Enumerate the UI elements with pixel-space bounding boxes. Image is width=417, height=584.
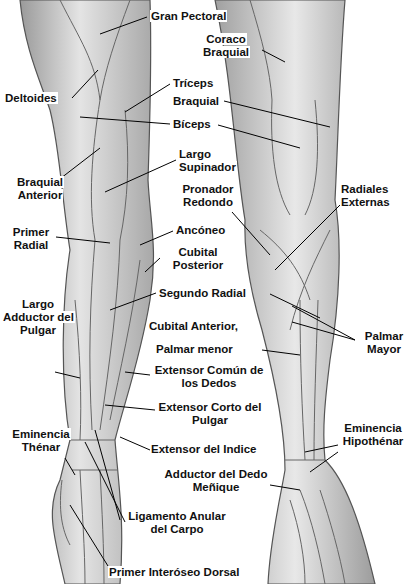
label-holder: Ligamento Anular del Carpo [118, 510, 236, 536]
label-holder: Radiales Externas [340, 183, 412, 209]
muscle-label: Segundo Radial [158, 287, 247, 299]
label-holder: Palmar Mayor [355, 330, 413, 356]
muscle-label: Tríceps [172, 77, 214, 89]
label-holder: Extensor del Indice [150, 443, 278, 456]
label-holder: Braquial [172, 95, 227, 108]
left-arm [20, 0, 153, 584]
muscle-label: Radiales Externas [340, 183, 391, 208]
muscle-label: Primer Radial [12, 226, 50, 251]
muscle-label: Ligamento Anular del Carpo [127, 510, 226, 535]
muscle-label: Eminencia Thénar [11, 428, 71, 453]
label-holder: Largo Supinador [178, 148, 258, 174]
muscle-label: Coraco Braquial [202, 33, 250, 58]
muscle-label: Ancóneo [175, 224, 226, 236]
muscle-label: Braquial [172, 95, 220, 107]
label-holder: Pronador Redondo [168, 183, 248, 209]
muscle-label: Primer Interóseo Dorsal [108, 566, 240, 578]
label-holder: Coraco Braquial [190, 33, 262, 59]
label-holder: Primer Radial [2, 226, 60, 252]
label-holder: Deltoides [4, 92, 76, 105]
muscle-label: Cubital Anterior, [148, 320, 239, 332]
muscle-label: Pronador Redondo [181, 183, 234, 208]
label-holder: Primer Interóseo Dorsal [108, 566, 288, 579]
label-holder: Tríceps [172, 77, 232, 90]
muscle-label: Bíceps [172, 118, 212, 130]
label-holder: Gran Pectoral [150, 10, 260, 23]
muscle-label: Palmar Mayor [364, 330, 404, 355]
muscle-label: Palmar menor [155, 343, 234, 355]
muscle-label: Eminencia Hipothénar [342, 422, 405, 447]
muscle-label: Braquial Anterior [16, 176, 64, 201]
label-holder: Bíceps [172, 118, 222, 131]
label-holder: Eminencia Thénar [2, 428, 80, 454]
label-holder: Adductor del Dedo Meñique [160, 468, 272, 494]
label-holder: Cubital Anterior, [148, 320, 273, 333]
label-holder: Segundo Radial [158, 287, 270, 300]
muscle-label: Adductor del Dedo Meñique [164, 468, 269, 493]
muscle-label: Extensor Corto del Pulgar [158, 401, 263, 426]
label-holder: Braquial Anterior [2, 176, 78, 202]
muscle-label: Cubital Posterior [172, 246, 225, 271]
label-holder: Extensor Corto del Pulgar [155, 401, 265, 427]
leader-lines [52, 17, 355, 566]
label-holder: Largo Adductor del Pulgar [2, 298, 74, 337]
label-holder: Palmar menor [155, 343, 263, 356]
muscle-label: Extensor Común de los Dedos [154, 364, 265, 389]
label-holder: Ancóneo [175, 224, 235, 237]
muscle-label: Gran Pectoral [150, 10, 227, 22]
label-holder: Cubital Posterior [160, 246, 236, 272]
label-holder: Extensor Común de los Dedos [150, 364, 268, 390]
label-holder: Eminencia Hipothénar [332, 422, 414, 448]
muscle-label: Deltoides [4, 92, 58, 104]
muscle-label: Largo Supinador [178, 148, 237, 173]
muscle-label: Largo Adductor del Pulgar [2, 298, 75, 336]
muscle-label: Extensor del Indice [150, 443, 257, 455]
